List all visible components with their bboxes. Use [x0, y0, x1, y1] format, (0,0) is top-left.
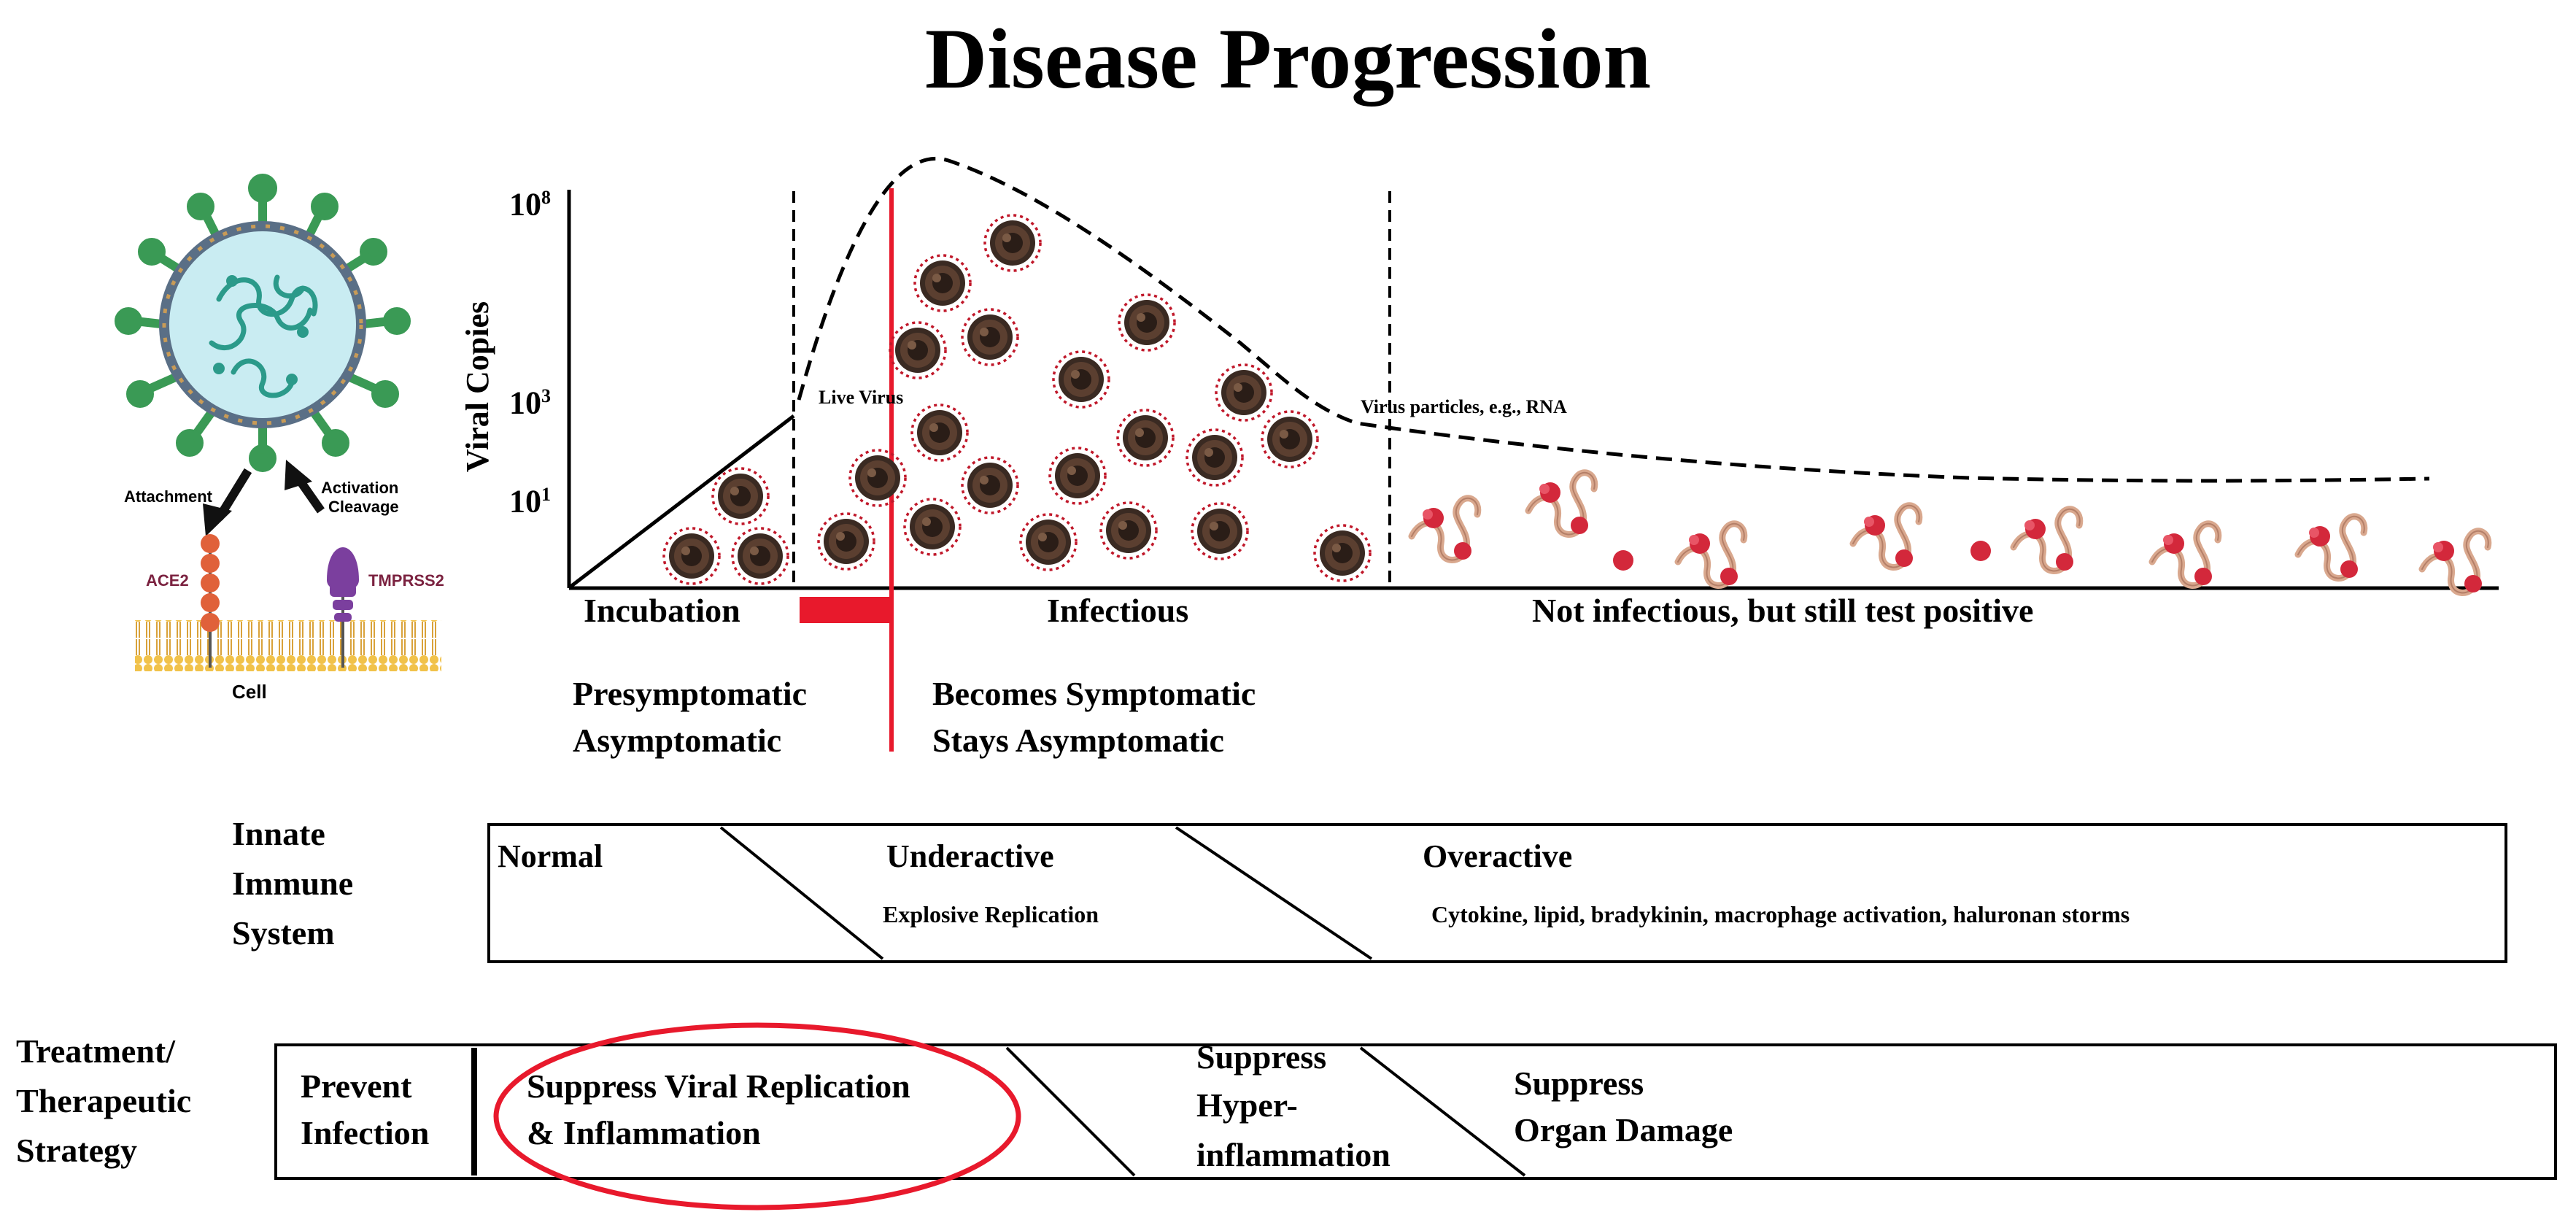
innate-band	[487, 823, 2507, 963]
treatment-prevent-line2: Infection	[301, 1114, 430, 1151]
treatment-label-line2: Therapeutic	[16, 1082, 192, 1119]
phase-incubation: Incubation	[584, 592, 740, 629]
cell-membrane-icon	[135, 534, 441, 671]
cleavage-label: Cleavage	[328, 498, 399, 516]
treatment-organ-line2: Organ Damage	[1514, 1111, 1733, 1148]
phase-infectious: Infectious	[1047, 592, 1189, 629]
viral-load-curve	[797, 157, 2430, 483]
innate-label-line2: Immune	[232, 865, 354, 902]
status-post-line2: Stays Asymptomatic	[932, 722, 1224, 759]
status-post-line1: Becomes Symptomatic	[932, 675, 1256, 712]
status-pre-line1: Presymptomatic	[573, 675, 808, 712]
treatment-suppress-viral-line1: Suppress Viral Replication	[527, 1068, 910, 1105]
rna-fragment-icon	[1412, 473, 2488, 593]
innate-label-line1: Innate	[232, 815, 325, 852]
y-tick-1e1: 101	[509, 483, 551, 520]
presymptomatic-infectious-bar	[800, 597, 891, 623]
innate-underactive: Underactive	[886, 838, 1054, 874]
innate-overactive: Overactive	[1423, 838, 1573, 874]
phase-not-infectious: Not infectious, but still test positive	[1532, 592, 2034, 629]
page-title: Disease Progression	[924, 11, 1652, 107]
treatment-prevent-line1: Prevent	[301, 1068, 412, 1105]
attachment-label: Attachment	[124, 487, 213, 506]
live-virus-label: Live Virus	[819, 387, 904, 408]
innate-label-line3: System	[232, 914, 335, 951]
tmprss2-label: TMPRSS2	[368, 571, 444, 590]
y-axis-label: Viral Copies	[460, 301, 495, 473]
treatment-hyper-line1: Suppress	[1196, 1038, 1327, 1076]
highlight-ellipse	[493, 1022, 1021, 1211]
cell-label: Cell	[232, 681, 267, 703]
innate-normal: Normal	[498, 838, 603, 874]
treatment-suppress-viral-line2: & Inflammation	[527, 1114, 761, 1151]
ace2-label: ACE2	[146, 571, 189, 590]
status-pre-line2: Asymptomatic	[573, 722, 782, 759]
innate-underactive-sub: Explosive Replication	[883, 901, 1099, 927]
innate-overactive-sub: Cytokine, lipid, bradykinin, macrophage …	[1431, 901, 2130, 927]
treatment-hyper-line3: inflammation	[1196, 1136, 1391, 1173]
virus-particles-label: Virus particles, e.g., RNA	[1361, 396, 1567, 417]
y-tick-1e8: 108	[509, 186, 551, 223]
treatment-hyper-line2: Hyper-	[1196, 1086, 1298, 1124]
virion-icon	[662, 214, 1372, 585]
activation-label: Activation	[321, 479, 399, 497]
treatment-label-line3: Strategy	[16, 1132, 138, 1169]
treatment-label-line1: Treatment/	[16, 1032, 176, 1070]
coronavirus-icon	[115, 174, 411, 472]
treatment-band	[274, 1043, 2557, 1180]
treatment-organ-line1: Suppress	[1514, 1065, 1644, 1102]
y-tick-1e3: 103	[509, 385, 551, 421]
incubation-ramp	[569, 414, 795, 588]
